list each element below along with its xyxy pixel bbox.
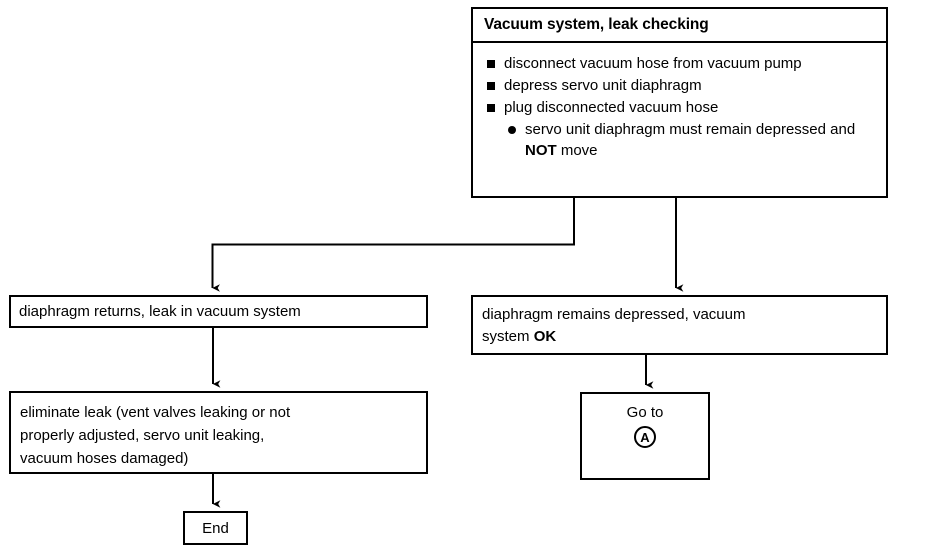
square-bullet-icon xyxy=(487,82,495,90)
round-bullet-icon xyxy=(508,126,516,134)
goto-box[interactable]: Go to A xyxy=(580,392,710,480)
square-bullet-icon xyxy=(487,60,495,68)
sub-list-item-emphasis: NOT xyxy=(525,142,557,159)
page-title: Vacuum system, leak checking xyxy=(484,16,709,33)
procedure-box-header: Vacuum system, leak checking xyxy=(473,9,886,43)
sub-list-item-label: servo unit diaphragm must remain depress… xyxy=(525,119,876,161)
outcome-box-ok-line1: diaphragm remains depressed, vacuum xyxy=(482,306,746,323)
list-item: disconnect vacuum hose from vacuum pump xyxy=(485,53,876,74)
action-box-line1: eliminate leak (vent valves leaking or n… xyxy=(20,404,291,421)
list-item: depress servo unit diaphragm xyxy=(485,75,876,96)
procedure-box-body: disconnect vacuum hose from vacuum pump … xyxy=(473,45,886,196)
goto-box-label: Go to xyxy=(626,404,664,421)
outcome-box-leak: diaphragm returns, leak in vacuum system xyxy=(9,295,428,328)
square-bullet-icon xyxy=(487,104,495,112)
action-box-line2: properly adjusted, servo unit leaking, xyxy=(20,427,265,444)
terminal-box-end: End xyxy=(183,511,248,545)
list-item-label: plug disconnected vacuum hose xyxy=(504,99,719,116)
goto-reference-badge: A xyxy=(634,426,656,448)
terminal-box-end-label: End xyxy=(202,519,229,537)
action-box-line3: vacuum hoses damaged) xyxy=(20,450,189,467)
procedure-box: Vacuum system, leak checking disconnect … xyxy=(471,7,888,198)
list-item: plug disconnected vacuum hose xyxy=(485,97,876,118)
sub-list-item: servo unit diaphragm must remain depress… xyxy=(485,119,876,161)
sub-list-item-text-after: move xyxy=(556,142,598,159)
outcome-box-ok: diaphragm remains depressed, vacuum syst… xyxy=(471,295,888,355)
list-item-label: disconnect vacuum hose from vacuum pump xyxy=(504,55,802,72)
sub-list-item-text-before: servo unit diaphragm must remain depress… xyxy=(525,121,856,138)
outcome-box-ok-line2: system OK xyxy=(482,326,876,348)
outcome-box-ok-line2-text: system xyxy=(482,328,534,345)
outcome-box-leak-label: diaphragm returns, leak in vacuum system xyxy=(19,303,301,320)
action-box-eliminate-leak: eliminate leak (vent valves leaking or n… xyxy=(9,391,428,474)
connector-left-branch xyxy=(211,198,575,292)
outcome-box-ok-emphasis: OK xyxy=(533,328,557,345)
list-item-label: depress servo unit diaphragm xyxy=(504,77,702,94)
